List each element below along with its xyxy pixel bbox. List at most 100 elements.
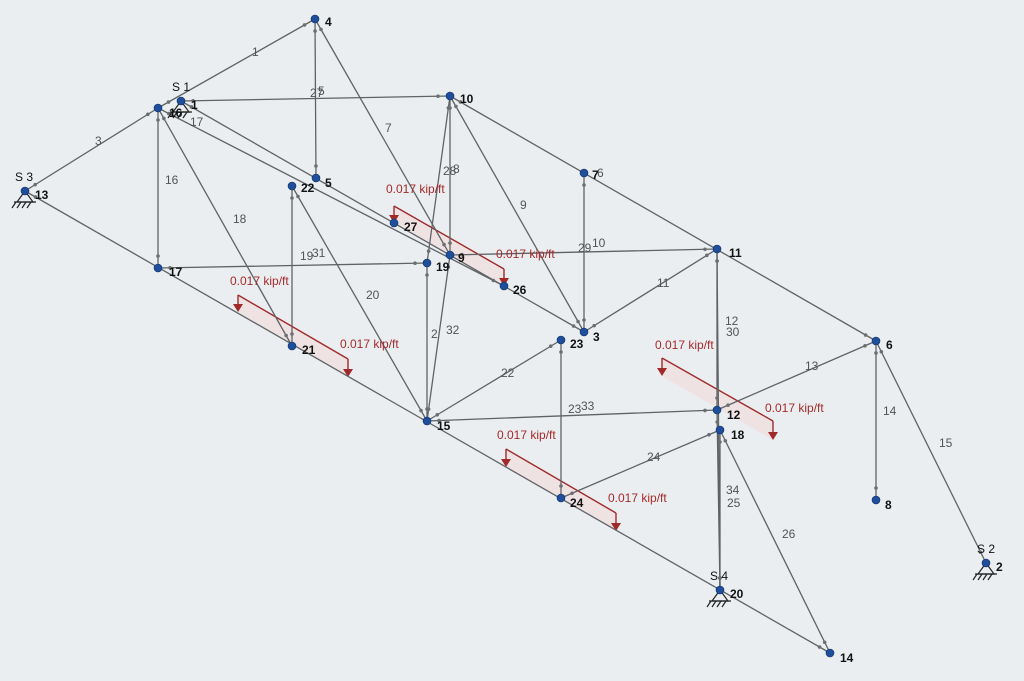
member-label-33: 33	[581, 399, 595, 413]
node-18[interactable]	[715, 425, 725, 435]
member-end-tick	[592, 323, 596, 328]
member-end-tick	[436, 94, 440, 99]
member-15[interactable]	[875, 340, 987, 564]
member-7[interactable]	[314, 18, 451, 256]
member-end-tick	[162, 116, 166, 121]
node-2[interactable]	[981, 558, 991, 568]
node-label-2: 2	[996, 560, 1003, 574]
node-11[interactable]	[712, 244, 722, 254]
load-label: 0.017 kip/ft	[386, 182, 445, 196]
node-13[interactable]	[20, 186, 30, 196]
member-label-22: 22	[501, 366, 515, 380]
node-3[interactable]	[579, 327, 589, 337]
node-20[interactable]	[715, 585, 725, 595]
member-end-tick	[454, 104, 458, 109]
node-6[interactable]	[871, 336, 881, 346]
member-end-tick	[146, 112, 150, 117]
pin-support-icon	[972, 561, 997, 581]
member-label-5: 5	[318, 84, 325, 98]
node-16[interactable]	[153, 103, 163, 113]
load-arrow-icon	[501, 459, 511, 467]
load-arrow-icon	[233, 304, 243, 312]
member-end-tick	[548, 344, 553, 349]
member-9[interactable]	[449, 95, 585, 333]
node-10[interactable]	[445, 91, 455, 101]
member-33[interactable]	[426, 409, 718, 422]
member-end-tick	[314, 164, 318, 168]
member-label-13: 13	[805, 359, 819, 373]
member-end-tick	[413, 261, 417, 266]
node-17[interactable]	[153, 263, 163, 273]
member-24[interactable]	[560, 429, 721, 499]
node-4[interactable]	[310, 14, 320, 24]
node-5[interactable]	[311, 173, 321, 183]
member-11[interactable]	[583, 248, 718, 333]
member-end-tick	[817, 645, 822, 649]
member-label-16: 16	[165, 173, 179, 187]
member-29[interactable]	[449, 248, 718, 256]
member-17[interactable]	[157, 107, 505, 287]
member-26[interactable]	[719, 429, 831, 654]
node-12[interactable]	[712, 405, 722, 415]
node-23[interactable]	[556, 335, 566, 345]
member-end-tick	[191, 98, 195, 103]
member-end-tick	[715, 259, 719, 263]
member-27[interactable]	[180, 95, 451, 102]
node-label-21: 21	[302, 343, 316, 357]
member-label-31: 31	[312, 246, 326, 260]
node-9[interactable]	[445, 250, 455, 260]
distributed-load	[389, 205, 509, 286]
member-label-7: 7	[385, 121, 392, 135]
node-15[interactable]	[422, 416, 432, 426]
load-label: 0.017 kip/ft	[765, 401, 824, 415]
node-label-14: 14	[840, 651, 854, 665]
member-22[interactable]	[426, 339, 562, 422]
member-end-tick	[426, 249, 431, 253]
member-3[interactable]	[24, 107, 159, 192]
member-label-20: 20	[366, 288, 380, 302]
member-label-2: 2	[431, 327, 438, 341]
member-label-9: 9	[520, 198, 527, 212]
member-end-tick	[723, 438, 728, 443]
member-6[interactable]	[449, 95, 877, 342]
node-19[interactable]	[422, 258, 432, 268]
node-27[interactable]	[389, 218, 399, 228]
node-label-16: 16	[169, 106, 183, 120]
node-21[interactable]	[287, 341, 297, 351]
load-arrow-icon	[768, 432, 778, 440]
member-18[interactable]	[157, 107, 293, 347]
member-end-tick	[874, 486, 878, 490]
member-4[interactable]	[180, 100, 585, 333]
member-label-29: 29	[578, 241, 592, 255]
node-24[interactable]	[556, 493, 566, 503]
load-label: 0.017 kip/ft	[496, 247, 555, 261]
member-label-23: 23	[568, 402, 582, 416]
node-1[interactable]	[176, 96, 186, 106]
member-1[interactable]	[157, 18, 316, 109]
node-7[interactable]	[579, 168, 589, 178]
member-end-tick	[570, 491, 574, 496]
node-26[interactable]	[499, 281, 509, 291]
node-22[interactable]	[287, 181, 297, 191]
support-label-S2: S 2	[977, 542, 995, 556]
load-arrow-icon	[343, 369, 353, 377]
member-label-6: 6	[597, 166, 604, 180]
member-end-tick	[978, 550, 983, 555]
node-label-4: 4	[325, 15, 332, 29]
member-31[interactable]	[157, 262, 428, 269]
member-end-tick	[168, 265, 172, 270]
member-8[interactable]	[426, 95, 451, 264]
node-14[interactable]	[825, 648, 835, 658]
member-34[interactable]	[716, 409, 721, 591]
member-32[interactable]	[426, 254, 451, 422]
member-13[interactable]	[716, 340, 877, 411]
member-end-tick	[703, 247, 707, 252]
node-8[interactable]	[871, 495, 881, 505]
load-label: 0.017 kip/ft	[608, 491, 667, 505]
pin-support-icon	[167, 99, 192, 119]
member-label-12: 12	[725, 314, 739, 328]
member-20[interactable]	[291, 185, 428, 422]
load-label: 0.017 kip/ft	[655, 338, 714, 352]
member-end-tick	[863, 333, 868, 337]
member-end-tick	[715, 396, 719, 400]
